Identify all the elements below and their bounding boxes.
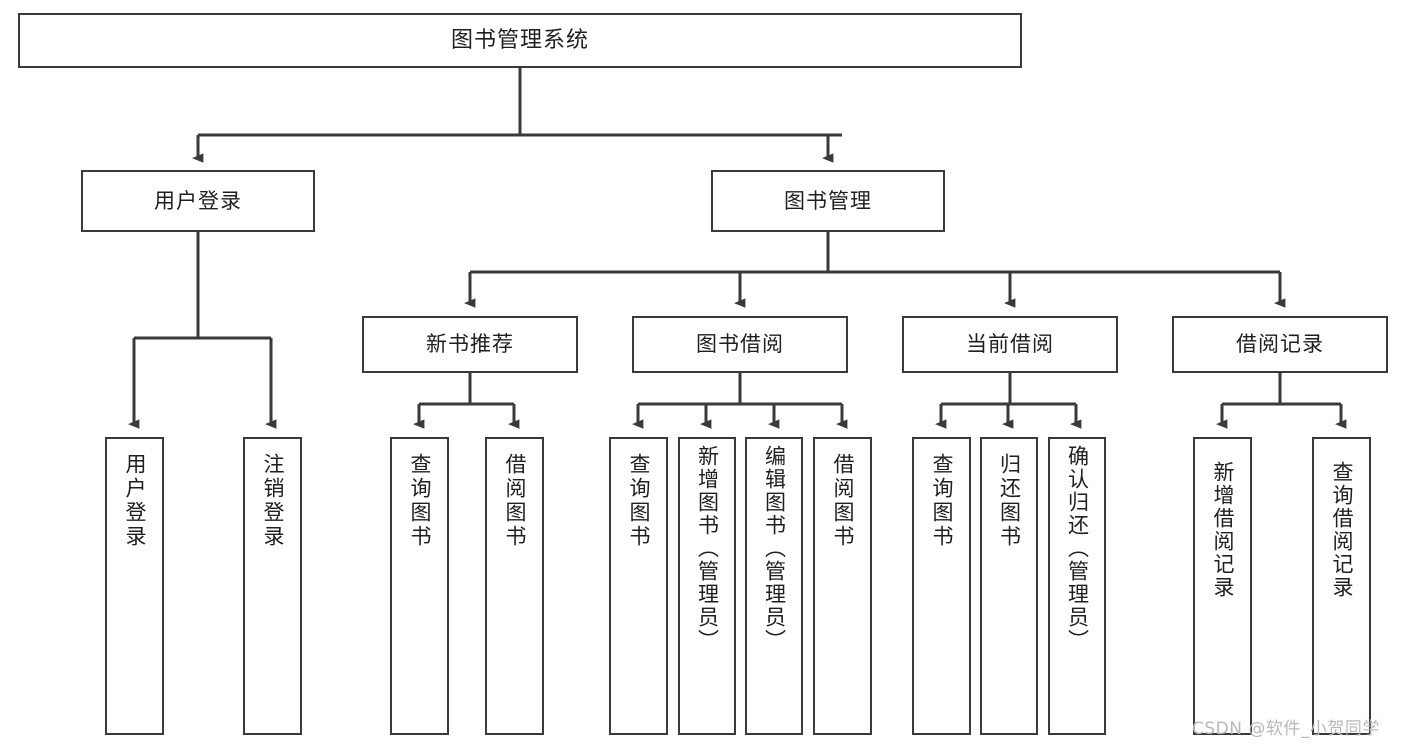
node-new-book-recommend-label: 新书推荐 (426, 332, 514, 357)
node-user-login-label: 用户登录 (154, 188, 242, 213)
leaf-query-book-2-label: 查询图书 (627, 453, 651, 549)
node-book-borrow[interactable]: 图书借阅 (632, 316, 848, 373)
leaf-confirm-return[interactable]: 确认归还（管理员） (1048, 437, 1106, 735)
node-current-borrow[interactable]: 当前借阅 (902, 316, 1118, 373)
leaf-query-book-1[interactable]: 查询图书 (390, 437, 449, 735)
leaf-edit-book[interactable]: 编辑图书（管理员） (745, 437, 803, 735)
watermark: CSDN @软件_小贺同学 (1192, 719, 1380, 739)
leaf-logout-login[interactable]: 注销登录 (243, 437, 302, 735)
node-current-borrow-label: 当前借阅 (966, 332, 1054, 357)
leaf-return-book-label: 归还图书 (997, 453, 1022, 549)
leaf-confirm-return-label: 确认归还（管理员） (1065, 445, 1090, 652)
node-book-management-label: 图书管理 (784, 188, 872, 213)
node-book-management[interactable]: 图书管理 (711, 170, 945, 232)
leaf-borrow-book-1-label: 借阅图书 (503, 453, 527, 549)
leaf-return-book[interactable]: 归还图书 (980, 437, 1038, 735)
leaf-query-book-2[interactable]: 查询图书 (609, 437, 668, 735)
leaf-query-book-1-label: 查询图书 (408, 453, 432, 549)
node-new-book-recommend[interactable]: 新书推荐 (362, 316, 578, 373)
leaf-borrow-book-2[interactable]: 借阅图书 (813, 437, 872, 735)
leaf-edit-book-label: 编辑图书（管理员） (762, 445, 787, 652)
leaf-logout-login-label: 注销登录 (261, 453, 285, 549)
leaf-add-book[interactable]: 新增图书（管理员） (678, 437, 736, 735)
node-user-login[interactable]: 用户登录 (81, 170, 315, 232)
leaf-query-record[interactable]: 查询借阅记录 (1312, 437, 1371, 735)
node-borrow-record[interactable]: 借阅记录 (1172, 316, 1388, 373)
leaf-user-login-label: 用户登录 (123, 453, 147, 549)
leaf-add-record-label: 新增借阅记录 (1211, 461, 1235, 599)
leaf-add-record[interactable]: 新增借阅记录 (1193, 437, 1252, 735)
leaf-query-book-3[interactable]: 查询图书 (912, 437, 971, 735)
leaf-borrow-book-2-label: 借阅图书 (831, 453, 855, 549)
leaf-query-record-label: 查询借阅记录 (1330, 461, 1354, 599)
node-book-borrow-label: 图书借阅 (696, 332, 784, 357)
leaf-user-login[interactable]: 用户登录 (105, 437, 164, 735)
node-root[interactable]: 图书管理系统 (18, 13, 1022, 68)
leaf-borrow-book-1[interactable]: 借阅图书 (485, 437, 544, 735)
leaf-query-book-3-label: 查询图书 (930, 453, 954, 549)
leaf-add-book-label: 新增图书（管理员） (695, 445, 720, 652)
node-borrow-record-label: 借阅记录 (1236, 332, 1324, 357)
node-root-label: 图书管理系统 (450, 27, 589, 53)
